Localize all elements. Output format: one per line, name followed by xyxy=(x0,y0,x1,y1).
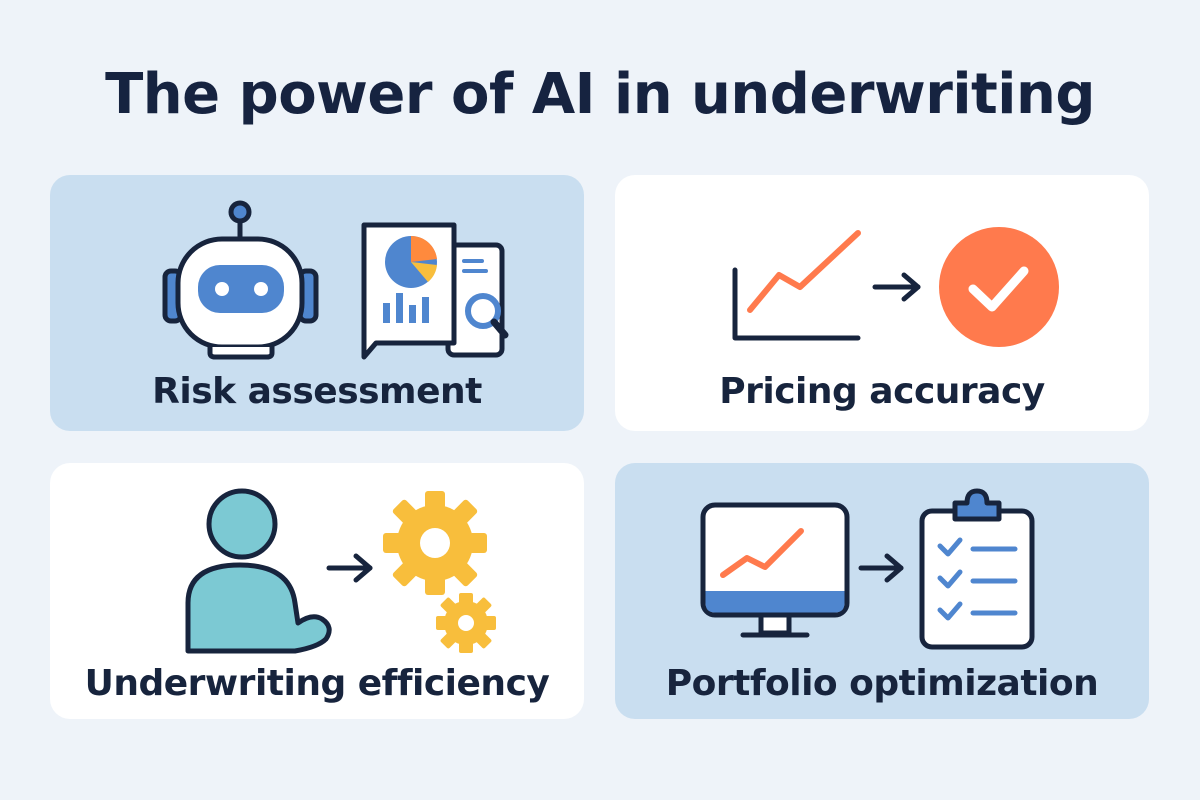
underwriting-efficiency-illustration xyxy=(185,488,496,654)
arrow-right-icon xyxy=(858,553,904,583)
arrow-right-icon xyxy=(872,272,921,302)
checklist-clipboard-icon xyxy=(919,488,1035,650)
card-underwriting-efficiency: Underwriting efficiency xyxy=(50,463,584,719)
trend-chart-icon xyxy=(732,230,861,341)
page-title: The power of AI in underwriting xyxy=(105,62,1095,127)
pricing-accuracy-illustration xyxy=(732,227,1059,347)
arrow-right-icon xyxy=(326,553,373,583)
risk-assessment-illustration xyxy=(162,200,509,360)
report-chart-icon xyxy=(361,222,457,360)
checkmark-circle-icon xyxy=(939,227,1059,347)
card-label-pricing-accuracy: Pricing accuracy xyxy=(719,371,1045,412)
monitor-chart-icon xyxy=(700,502,850,638)
card-pricing-accuracy: Pricing accuracy xyxy=(615,175,1149,431)
card-portfolio-optimization: Portfolio optimization xyxy=(615,463,1149,719)
card-label-risk-assessment: Risk assessment xyxy=(152,371,482,412)
robot-icon xyxy=(162,200,319,360)
portfolio-optimization-illustration xyxy=(700,488,1035,650)
card-label-underwriting-efficiency: Underwriting efficiency xyxy=(84,663,550,704)
gears-icon xyxy=(383,491,496,653)
card-label-portfolio-optimization: Portfolio optimization xyxy=(665,663,1099,704)
magnifier-icon xyxy=(465,293,509,339)
card-risk-assessment: Risk assessment xyxy=(50,175,584,431)
person-icon xyxy=(185,488,332,654)
